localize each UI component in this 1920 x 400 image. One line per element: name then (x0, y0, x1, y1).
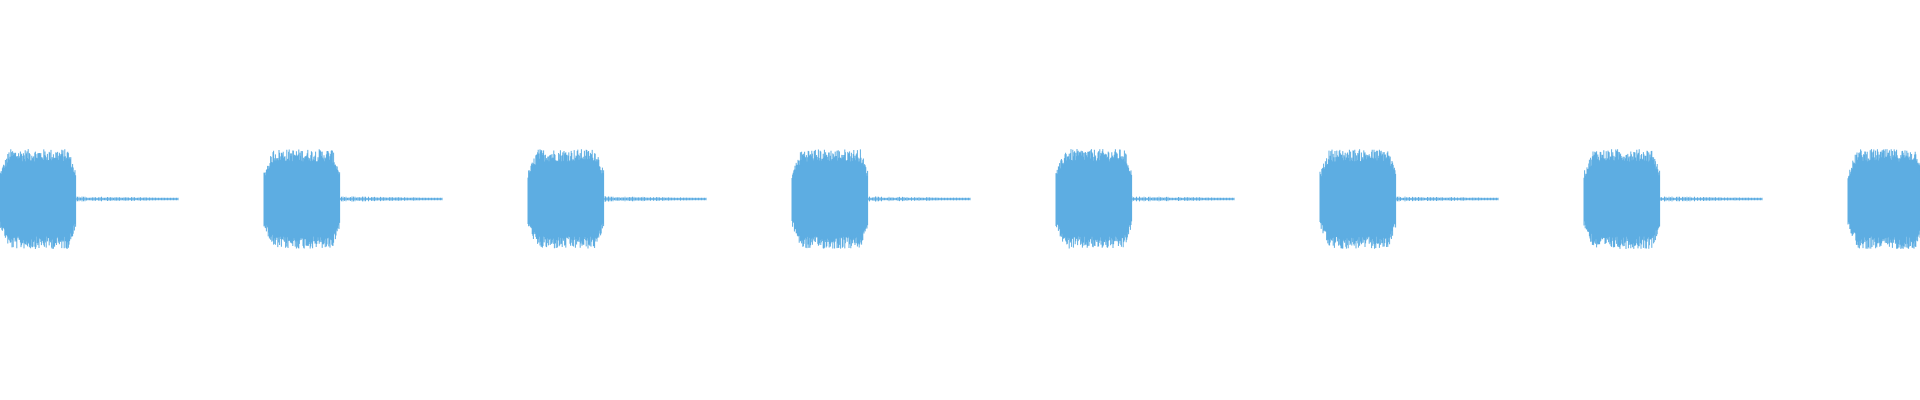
waveform-burst (791, 149, 971, 249)
burst-body (1851, 165, 1920, 233)
waveform-burst (527, 149, 707, 249)
waveform-burst (0, 149, 179, 249)
waveform-burst (1847, 149, 1920, 249)
waveform-burst (1583, 149, 1763, 249)
burst-body (267, 165, 337, 233)
burst-body (795, 165, 865, 233)
waveform-bursts (0, 149, 1920, 249)
waveform-burst (1055, 149, 1235, 249)
burst-body (1323, 165, 1393, 233)
burst-body (1587, 165, 1657, 233)
waveform-burst (263, 149, 443, 249)
waveform-burst (1319, 149, 1499, 249)
burst-body (3, 165, 73, 233)
burst-body (531, 165, 601, 233)
burst-body (1059, 165, 1129, 233)
